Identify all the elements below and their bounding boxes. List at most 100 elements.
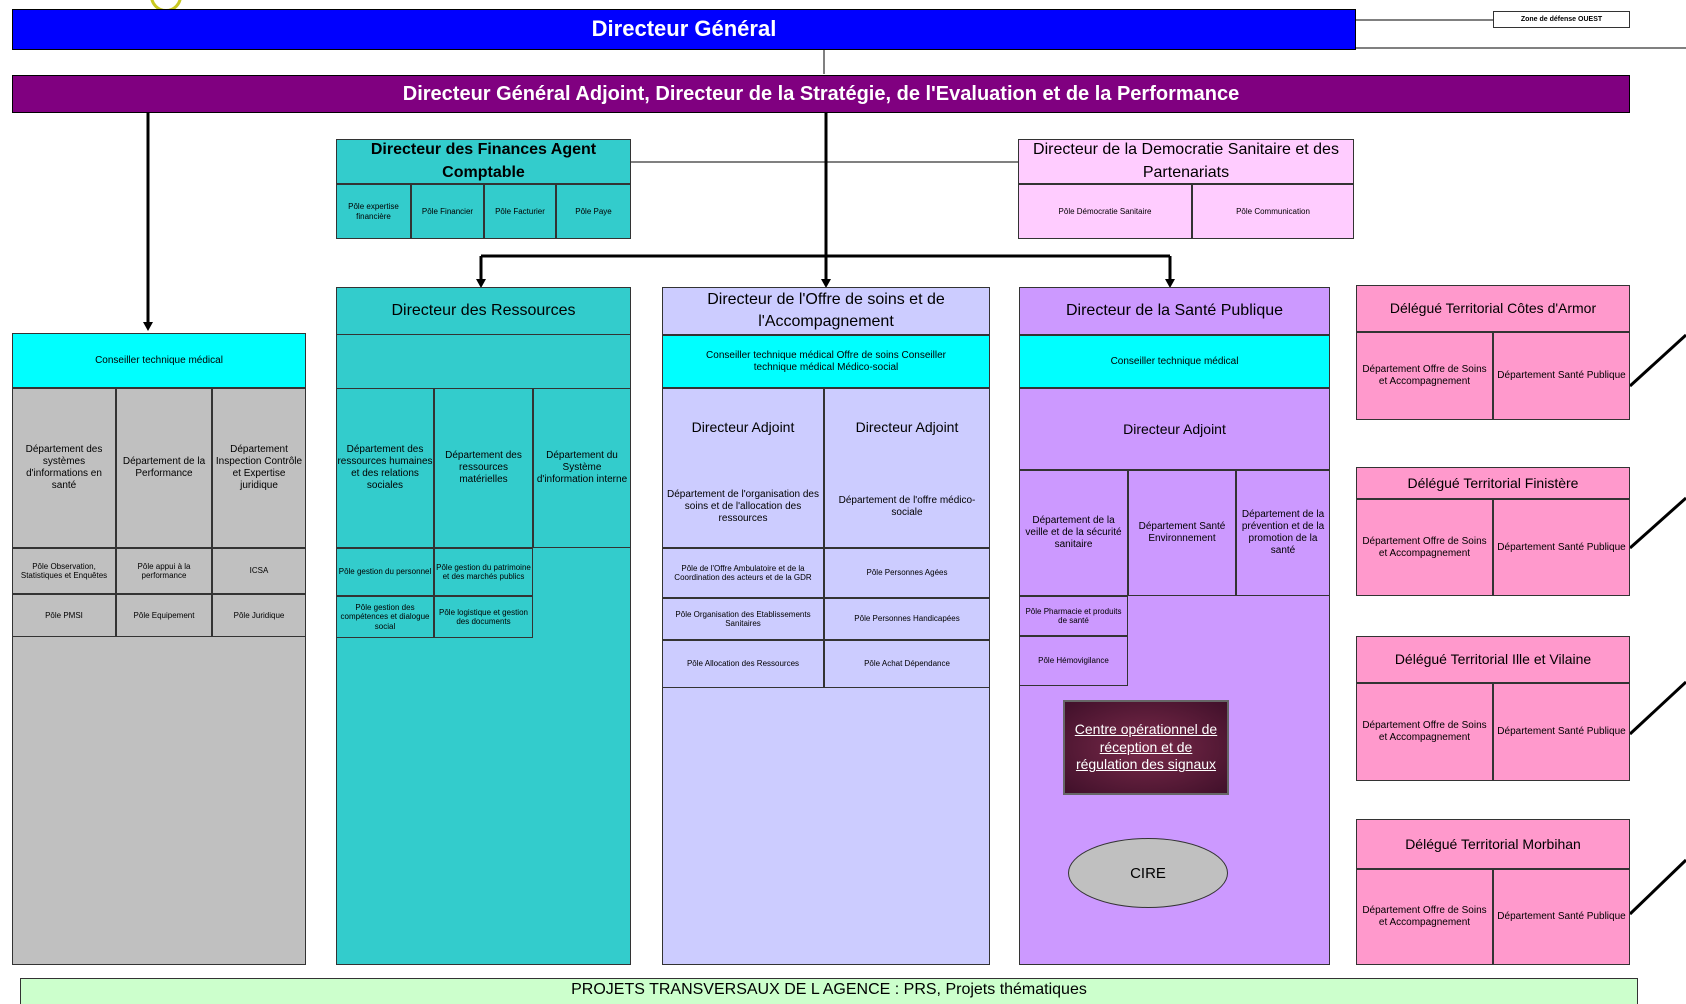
finances-pole[interactable]: Pôle Paye: [556, 184, 631, 239]
ressources-dept[interactable]: Département des ressources humaines et d…: [336, 388, 434, 548]
projets-transversaux-bar[interactable]: PROJETS TRANSVERSAUX DE L AGENCE : PRS, …: [20, 978, 1638, 1004]
left-pole[interactable]: Pôle PMSI: [12, 594, 116, 637]
centre-operationnel-box[interactable]: Centre opérationnel de réception et de r…: [1063, 700, 1229, 795]
sante-dept[interactable]: Département de la prévention et de la pr…: [1236, 470, 1330, 596]
delegue-dept[interactable]: Département Santé Publique: [1493, 332, 1630, 420]
delegue-dept[interactable]: Département Offre de Soins et Accompagne…: [1356, 332, 1493, 420]
left-pole[interactable]: ICSA: [212, 548, 306, 594]
offre-header-label: Conseiller technique médical Offre de so…: [706, 349, 946, 373]
offre-dept-right[interactable]: Département de l'offre médico-sociale: [824, 466, 990, 548]
left-header[interactable]: Conseiller technique médical: [12, 333, 306, 388]
ressources-pole-label: Pôle gestion du patrimoine et des marché…: [436, 562, 531, 581]
finances-title[interactable]: Directeur des Finances Agent Comptable: [336, 139, 631, 184]
offre-dept-left-label: Département de l'organisation des soins …: [666, 488, 819, 524]
ressources-pole[interactable]: Pôle gestion du patrimoine et des marché…: [434, 548, 533, 596]
offre-pole-right[interactable]: Pôle Achat Dépendance: [824, 640, 990, 688]
delegue-title-label: Délégué Territorial Ille et Vilaine: [1394, 651, 1592, 668]
left-dept[interactable]: Département Inspection Contrôle et Exper…: [212, 388, 306, 548]
left-pole[interactable]: Pôle Observation, Statistiques et Enquêt…: [12, 548, 116, 594]
cire-ellipse[interactable]: CIRE: [1068, 838, 1228, 908]
left-pole[interactable]: Pôle Juridique: [212, 594, 306, 637]
finances-pole-label: Pôle Paye: [575, 206, 612, 216]
offre-adjoint-right[interactable]: Directeur Adjoint: [824, 388, 990, 466]
finances-pole[interactable]: Pôle Facturier: [484, 184, 556, 239]
sante-header[interactable]: Conseiller technique médical: [1019, 335, 1330, 388]
offre-pole-left[interactable]: Pôle Allocation des Ressources: [662, 640, 824, 688]
sante-adjoint[interactable]: Directeur Adjoint: [1019, 388, 1330, 470]
democratie-title[interactable]: Directeur de la Democratie Sanitaire et …: [1018, 139, 1354, 184]
offre-pole-right-label: Pôle Personnes Agées: [866, 568, 948, 578]
delegue-title[interactable]: Délégué Territorial Ille et Vilaine: [1356, 636, 1630, 683]
sante-dept[interactable]: Département de la veille et de la sécuri…: [1019, 470, 1128, 596]
offre-pole-right[interactable]: Pôle Personnes Agées: [824, 548, 990, 598]
left-pole[interactable]: Pôle Equipement: [116, 594, 212, 637]
sante-dept[interactable]: Département Santé Environnement: [1128, 470, 1236, 596]
ressources-dept[interactable]: Département du Système d'information int…: [533, 388, 631, 548]
sante-dept-label: Département Santé Environnement: [1138, 521, 1226, 544]
left-dept[interactable]: Département de la Performance: [116, 388, 212, 548]
centre-operationnel-label: Centre opérationnel de réception et de r…: [1074, 721, 1218, 773]
ressources-pole[interactable]: Pôle logistique et gestion des documents: [434, 596, 533, 638]
left-pole-label: Pôle Equipement: [133, 610, 195, 620]
delegue-dept-label: Département Offre de Soins et Accompagne…: [1362, 905, 1487, 928]
delegue-dept-label: Département Santé Publique: [1497, 370, 1626, 381]
delegue-dept[interactable]: Département Offre de Soins et Accompagne…: [1356, 683, 1493, 781]
delegue-dept[interactable]: Département Santé Publique: [1493, 499, 1630, 596]
delegue-dept-label: Département Santé Publique: [1497, 726, 1626, 737]
dga-box[interactable]: Directeur Général Adjoint, Directeur de …: [12, 75, 1630, 113]
delegue-dept-label: Département Santé Publique: [1497, 911, 1626, 922]
cire-label: CIRE: [1130, 864, 1166, 882]
finances-title-label: Directeur des Finances Agent Comptable: [370, 141, 597, 181]
sante-pole[interactable]: Pôle Pharmacie et produits de santé: [1019, 596, 1128, 636]
ressources-pole[interactable]: Pôle gestion du personnel: [336, 548, 434, 596]
offre-pole-left-label: Pôle Organisation des Etablissements San…: [675, 609, 811, 628]
sante-title[interactable]: Directeur de la Santé Publique: [1019, 287, 1330, 335]
left-pole-label: Pôle appui à la performance: [137, 561, 191, 580]
democratie-pole[interactable]: Pôle Démocratie Sanitaire: [1018, 184, 1192, 239]
offre-adjoint-left[interactable]: Directeur Adjoint: [662, 388, 824, 466]
delegue-title[interactable]: Délégué Territorial Côtes d'Armor: [1356, 285, 1630, 332]
ressources-dept-label: Département des ressources matérielles: [445, 450, 522, 485]
offre-pole-right[interactable]: Pôle Personnes Handicapées: [824, 598, 990, 640]
finances-pole-label: Pôle Financier: [421, 206, 474, 216]
left-pole-label: Pôle Juridique: [233, 610, 285, 620]
directeur-general-box[interactable]: Directeur Général: [12, 9, 1356, 50]
ressources-title[interactable]: Directeur des Ressources: [336, 287, 631, 335]
delegue-dept-label: Département Offre de Soins et Accompagne…: [1362, 720, 1487, 743]
delegue-dept[interactable]: Département Santé Publique: [1493, 683, 1630, 781]
delegue-title[interactable]: Délégué Territorial Morbihan: [1356, 819, 1630, 869]
delegue-dept-label: Département Santé Publique: [1497, 541, 1626, 553]
left-dept[interactable]: Département des systèmes d'informations …: [12, 388, 116, 548]
delegue-dept-label: Département Offre de Soins et Accompagne…: [1362, 535, 1487, 559]
delegue-dept[interactable]: Département Santé Publique: [1493, 869, 1630, 965]
delegue-dept[interactable]: Département Offre de Soins et Accompagne…: [1356, 869, 1493, 965]
offre-pole-left[interactable]: Pôle Organisation des Etablissements San…: [662, 598, 824, 640]
democratie-title-label: Directeur de la Democratie Sanitaire et …: [1033, 141, 1339, 181]
ressources-dept[interactable]: Département des ressources matérielles: [434, 388, 533, 548]
finances-pole[interactable]: Pôle Financier: [411, 184, 484, 239]
offre-pole-left[interactable]: Pôle de l'Offre Ambulatoire et de la Coo…: [662, 548, 824, 598]
ressources-title-label: Directeur des Ressources: [391, 301, 576, 319]
directeur-general-label: Directeur Général: [591, 16, 777, 42]
left-dept-label: Département Inspection Contrôle et Exper…: [215, 444, 303, 491]
sante-pole-label: Pôle Pharmacie et produits de santé: [1025, 606, 1122, 625]
delegue-title[interactable]: Délégué Territorial Finistère: [1356, 467, 1630, 499]
left-pole[interactable]: Pôle appui à la performance: [116, 548, 212, 594]
sante-pole[interactable]: Pôle Hémovigilance: [1019, 636, 1128, 686]
left-dept-label: Département des systèmes d'informations …: [25, 444, 103, 491]
ressources-pole[interactable]: Pôle gestion des compétences et dialogue…: [336, 596, 434, 638]
ressources-dept-label: Département du Système d'information int…: [536, 450, 628, 485]
sante-pole-label: Pôle Hémovigilance: [1038, 656, 1109, 666]
democratie-pole-label: Pôle Démocratie Sanitaire: [1058, 206, 1152, 216]
zone-defense-box[interactable]: Zone de défense OUEST: [1493, 11, 1630, 28]
offre-header[interactable]: Conseiller technique médical Offre de so…: [662, 335, 990, 388]
delegue-dept[interactable]: Département Offre de Soins et Accompagne…: [1356, 499, 1493, 596]
offre-title[interactable]: Directeur de l'Offre de soins et de l'Ac…: [662, 287, 990, 335]
offre-dept-left[interactable]: Département de l'organisation des soins …: [662, 466, 824, 548]
ressources-pole-label: Pôle gestion des compétences et dialogue…: [340, 603, 430, 631]
offre-adjoint-right-label: Directeur Adjoint: [855, 419, 959, 436]
finances-pole[interactable]: Pôle expertise financière: [336, 184, 411, 239]
offre-pole-right-label: Pôle Personnes Handicapées: [854, 614, 960, 624]
sante-title-label: Directeur de la Santé Publique: [1065, 301, 1284, 319]
democratie-pole[interactable]: Pôle Communication: [1192, 184, 1354, 239]
